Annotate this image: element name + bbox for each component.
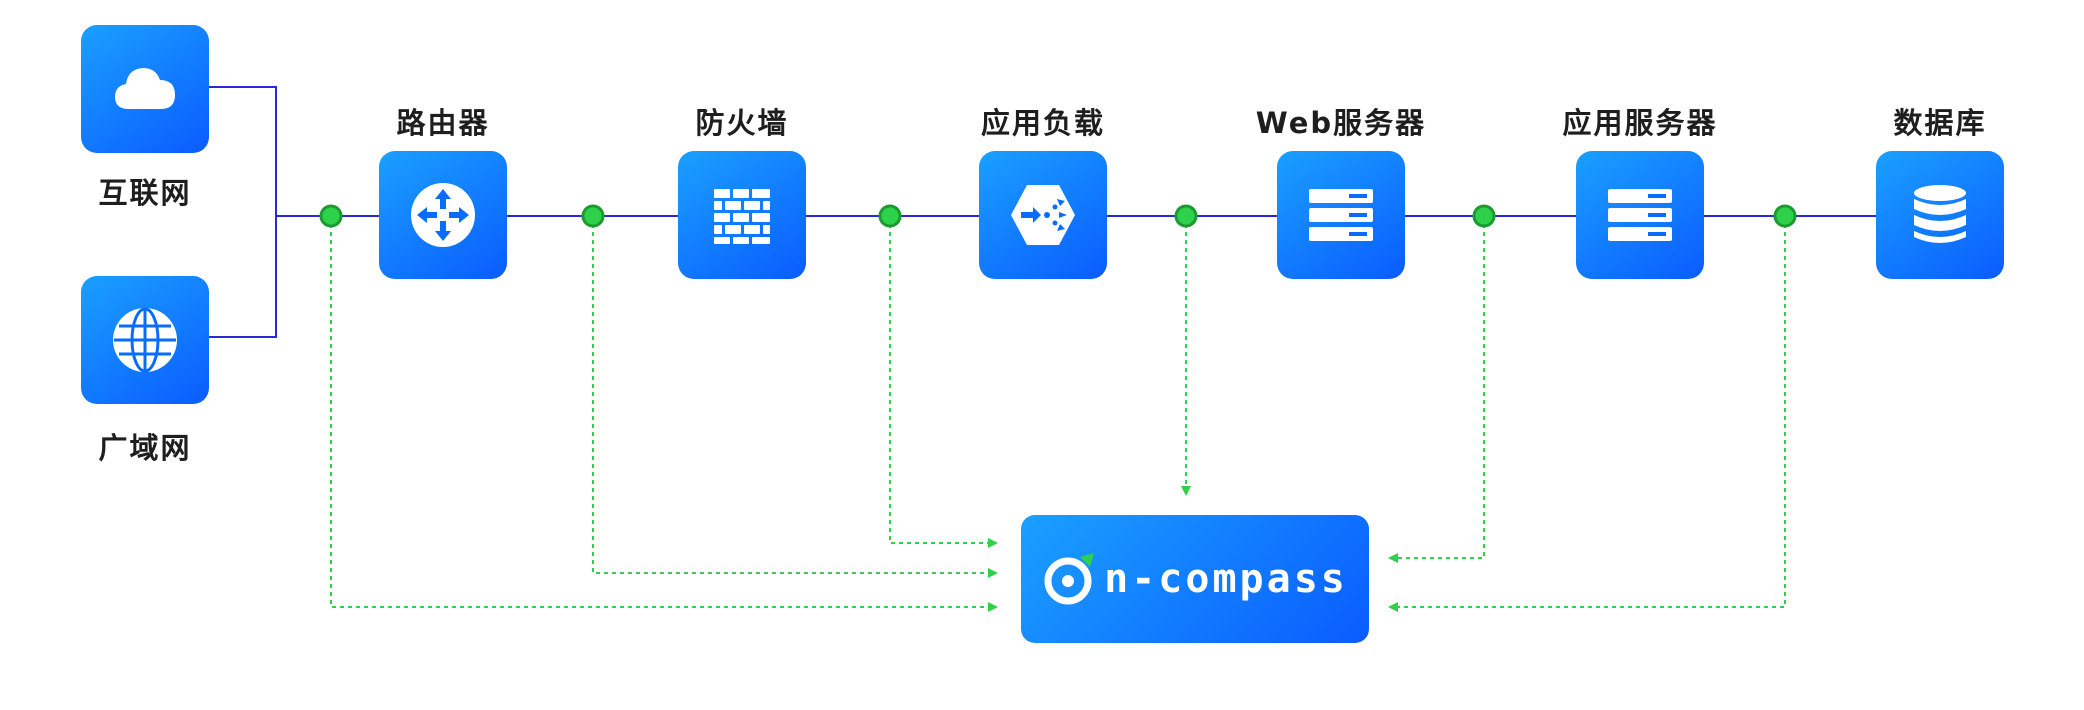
internet-link <box>209 86 277 216</box>
firewall-icon <box>714 189 770 244</box>
wan-label: 广域网 <box>98 431 192 465</box>
router-node[interactable] <box>379 151 507 279</box>
globe-icon <box>113 307 177 373</box>
load-balancer-label: 应用负载 <box>980 106 1105 140</box>
tap-line-app-server <box>1388 216 1485 563</box>
load-balancer-icon <box>1011 185 1075 245</box>
tap-point-router <box>319 204 343 228</box>
tap-line-firewall <box>592 216 998 578</box>
wan-node[interactable] <box>81 276 209 404</box>
server-icon <box>1309 189 1373 241</box>
tap-line-database <box>1388 216 1786 612</box>
database-icon <box>1914 185 1966 243</box>
tap-lines <box>330 216 1786 612</box>
source-connectors <box>209 86 277 338</box>
database-node[interactable] <box>1876 151 2004 279</box>
firewall-label: 防火墙 <box>695 106 789 140</box>
internet-node[interactable] <box>81 25 209 153</box>
tap-point-app-server <box>1472 204 1496 228</box>
load-balancer-node[interactable] <box>979 151 1107 279</box>
tap-point-web-server <box>1174 204 1198 228</box>
tap-point-load-balancer <box>878 204 902 228</box>
web-server-label: Web服务器 <box>1255 106 1427 140</box>
router-icon <box>411 183 475 247</box>
tap-point-database <box>1773 204 1797 228</box>
app-server-node[interactable] <box>1576 151 1704 279</box>
server-icon <box>1608 189 1672 241</box>
tap-line-router <box>330 216 998 612</box>
tap-points <box>319 204 1797 228</box>
internet-label: 互联网 <box>98 176 192 210</box>
compass-o-icon <box>1044 553 1095 605</box>
wan-link <box>209 216 277 338</box>
tap-point-firewall <box>581 204 605 228</box>
firewall-node[interactable] <box>678 151 806 279</box>
app-server-label: 应用服务器 <box>1562 106 1718 140</box>
n-compass-collector[interactable]: n-compass <box>1021 515 1369 643</box>
brand-name: n-compass <box>1104 556 1348 602</box>
database-label: 数据库 <box>1893 106 1987 140</box>
router-label: 路由器 <box>396 106 490 140</box>
web-server-node[interactable] <box>1277 151 1405 279</box>
cloud-icon <box>115 68 175 109</box>
